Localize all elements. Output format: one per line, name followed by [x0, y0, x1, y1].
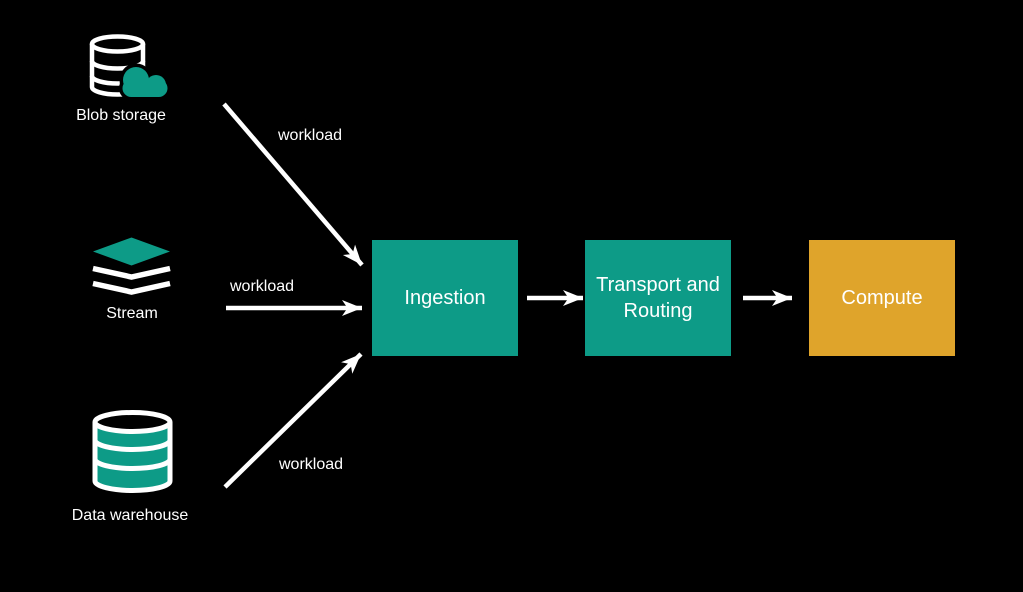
- warehouse-top: [92, 410, 173, 434]
- warehouse-separator: [92, 458, 173, 471]
- data-warehouse-icon: [92, 410, 173, 493]
- blob-db-top: [89, 34, 146, 54]
- workload-arrows: [222, 102, 792, 489]
- edge-label-stream-workload: workload: [229, 278, 295, 295]
- stage-transport-routing-label: Transport and Routing: [596, 274, 720, 322]
- stream-icon: [92, 237, 171, 295]
- arrow-warehouse-to-ingestion: [223, 352, 363, 489]
- stage-ingestion-label: Ingestion: [404, 287, 486, 309]
- data-warehouse-label: Data warehouse: [71, 507, 189, 524]
- stage-transport-routing: Transport and Routing: [585, 240, 731, 356]
- cloud-icon: [122, 67, 168, 97]
- warehouse-separator: [92, 439, 173, 452]
- blob-db-separator: [89, 60, 146, 71]
- blob-storage-icon: [89, 34, 171, 101]
- stage-compute: Compute: [809, 240, 955, 356]
- edge-label-blob-workload: workload: [277, 127, 343, 144]
- stream-layer-line: [92, 280, 171, 295]
- stream-layer-line: [92, 265, 171, 280]
- warehouse-outline: [92, 422, 173, 493]
- blob-storage-label: Blob storage: [76, 107, 166, 124]
- edge-label-warehouse-workload: workload: [278, 456, 344, 473]
- stream-top-layer: [93, 237, 170, 266]
- stage-ingestion: Ingestion: [372, 240, 518, 356]
- stage-compute-label: Compute: [841, 287, 923, 309]
- warehouse-body-fill: [95, 422, 170, 491]
- arrow-blob-to-ingestion: [222, 102, 364, 267]
- stream-label: Stream: [106, 305, 158, 322]
